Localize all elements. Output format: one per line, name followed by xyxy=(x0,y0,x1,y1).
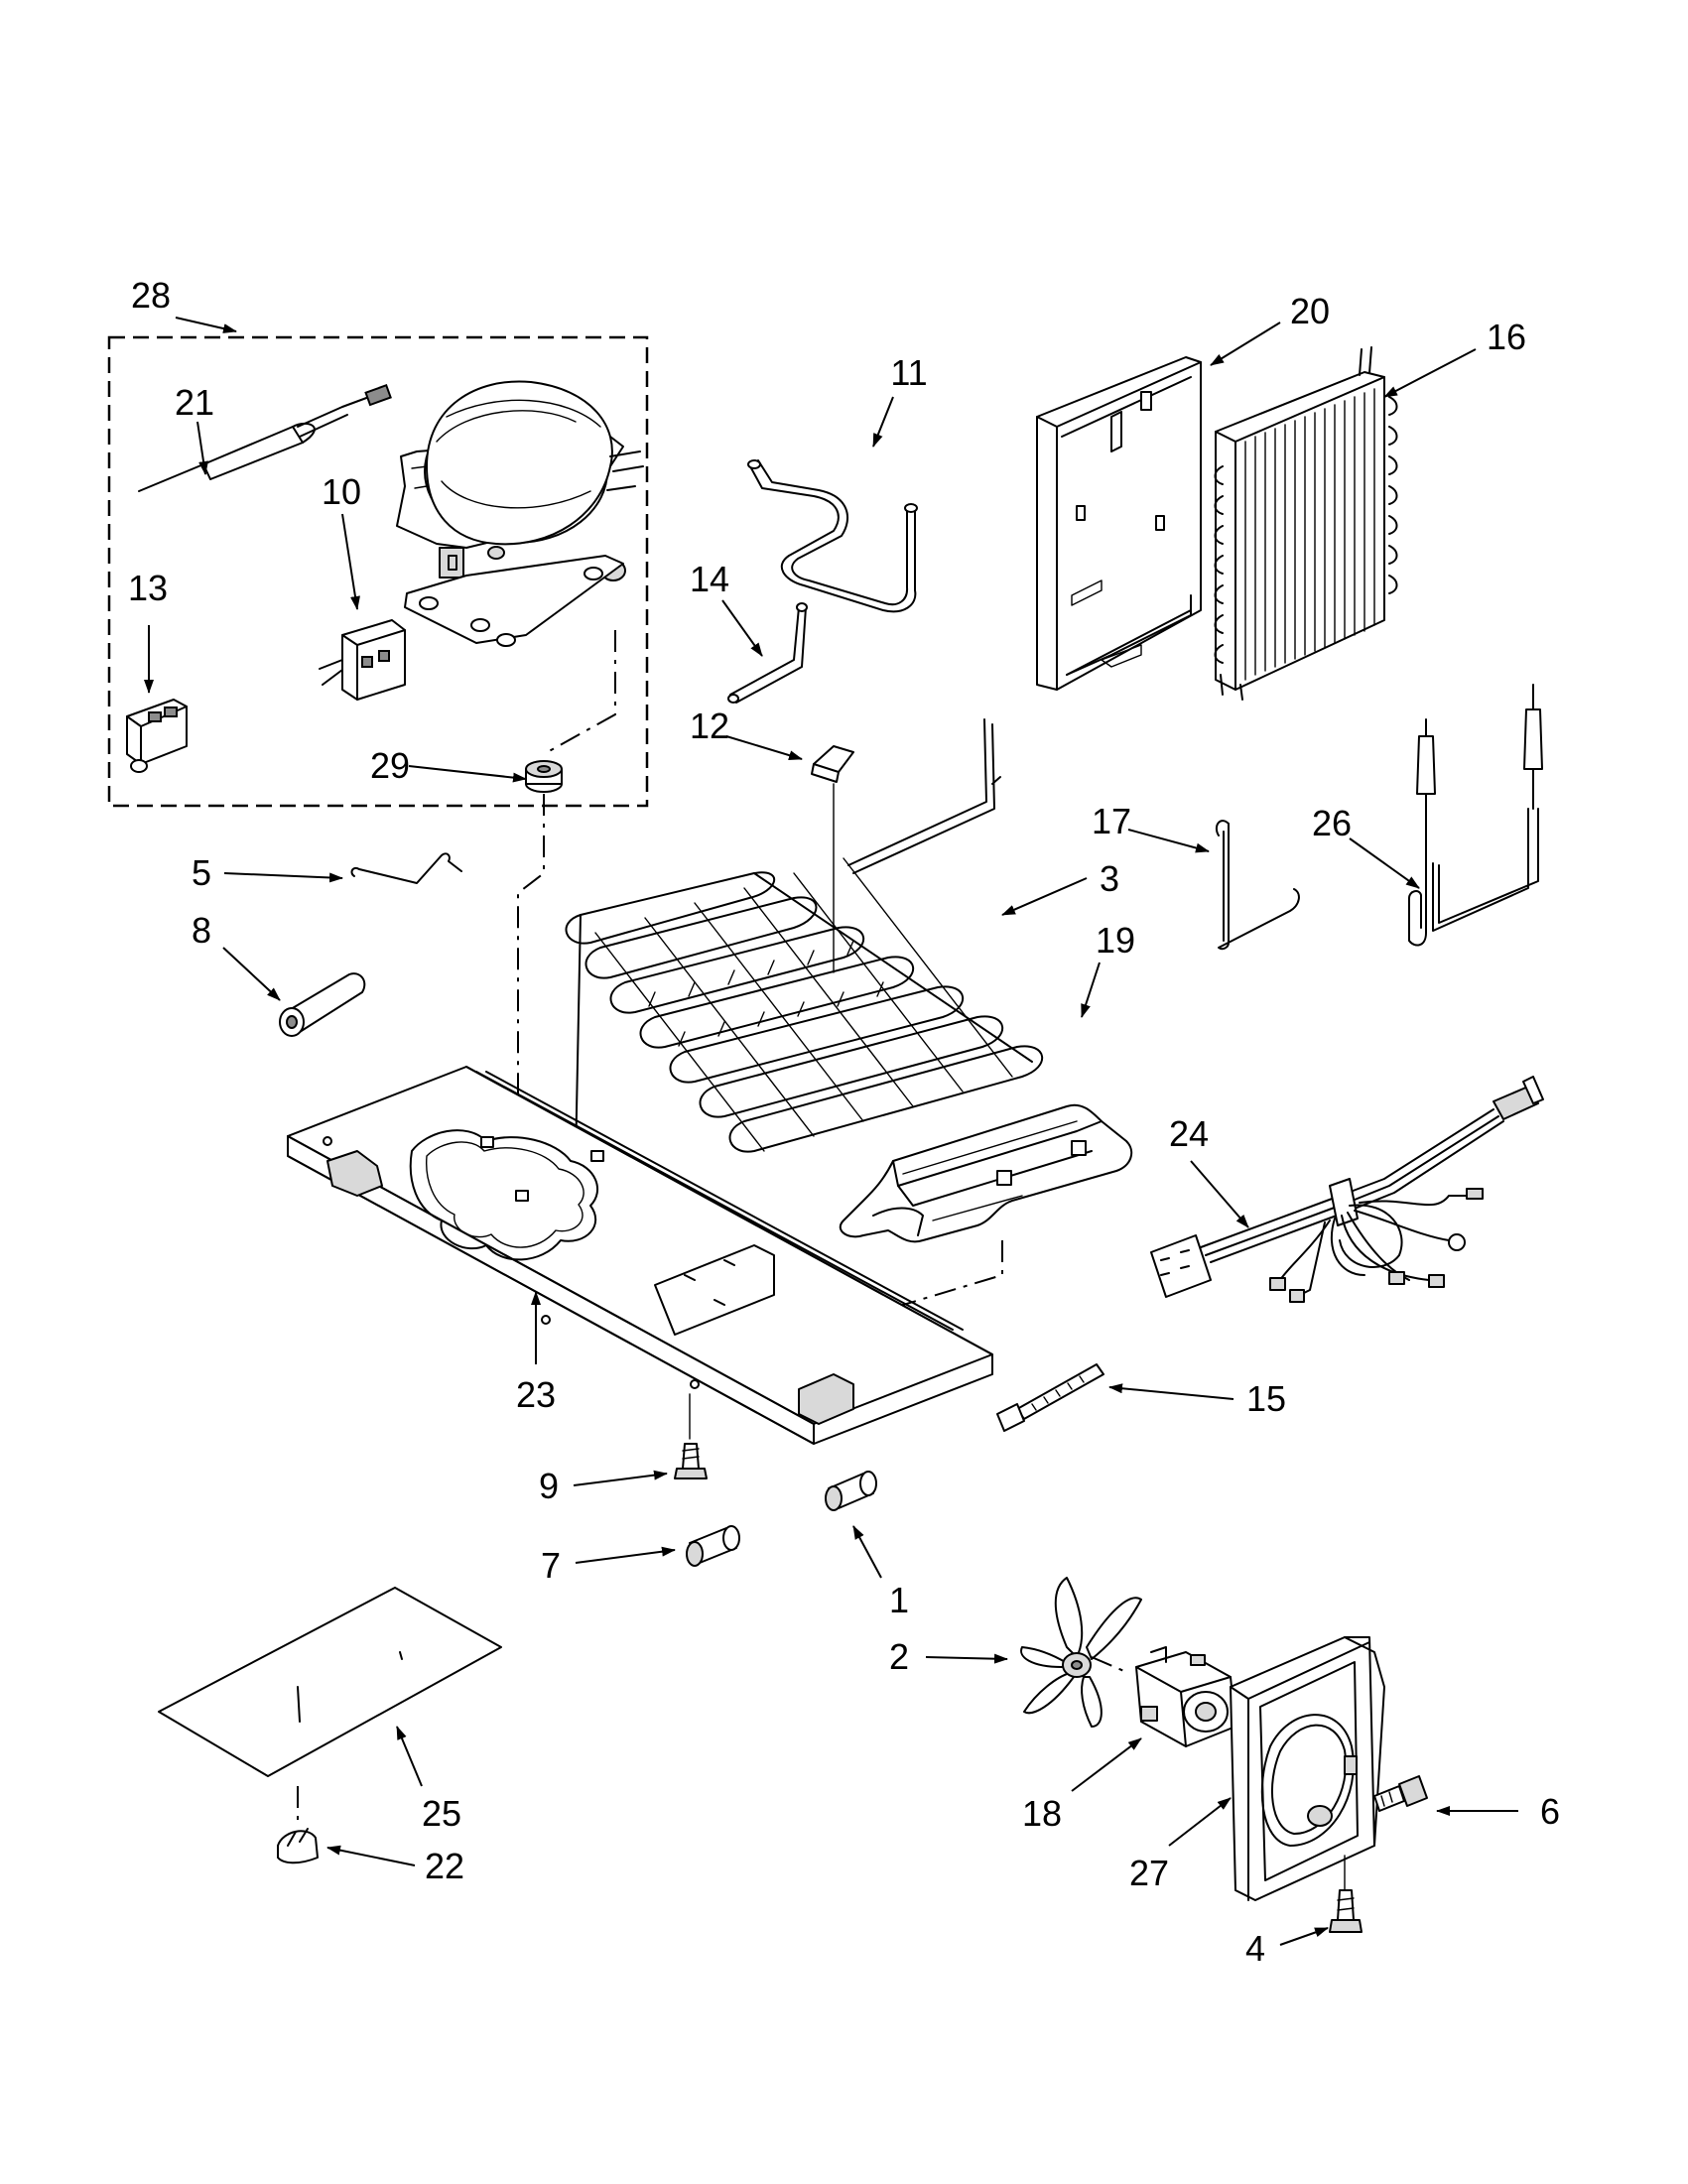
callout-labels: 28 21 10 13 29 11 14 12 20 16 17 26 3 19… xyxy=(128,275,1560,1969)
bushing-1[interactable] xyxy=(825,1471,877,1511)
heat-exchanger-tube[interactable] xyxy=(1408,684,1543,947)
drain-pan[interactable] xyxy=(839,1103,1133,1243)
evaporator-coil[interactable] xyxy=(565,718,1043,1172)
evaporator-cover-sheet[interactable] xyxy=(158,1587,502,1777)
callout-13: 13 xyxy=(128,568,168,608)
callout-18: 18 xyxy=(1022,1793,1062,1834)
machine-base[interactable] xyxy=(287,1066,993,1445)
evaporator-clip[interactable] xyxy=(811,745,854,973)
callout-9: 9 xyxy=(539,1466,559,1506)
callout-28: 28 xyxy=(131,275,171,316)
callout-19: 19 xyxy=(1096,920,1135,961)
screw-9[interactable] xyxy=(674,1393,708,1479)
drier[interactable] xyxy=(138,383,392,492)
callout-27: 27 xyxy=(1129,1853,1169,1893)
wire-bracket[interactable] xyxy=(1215,820,1300,951)
fan-blade[interactable] xyxy=(1020,1577,1142,1728)
callout-16: 16 xyxy=(1487,317,1526,357)
callout-7: 7 xyxy=(541,1545,561,1586)
callout-12: 12 xyxy=(690,706,729,746)
compressor-mount-centerline xyxy=(517,794,545,1166)
callout-20: 20 xyxy=(1290,291,1330,331)
callout-3: 3 xyxy=(1100,858,1119,899)
callout-4: 4 xyxy=(1245,1928,1265,1969)
callout-29: 29 xyxy=(370,745,410,786)
callout-23: 23 xyxy=(516,1374,556,1415)
condenser-tube[interactable] xyxy=(727,602,808,704)
wiring-harness[interactable] xyxy=(1150,1076,1544,1303)
suction-tube[interactable] xyxy=(747,459,918,613)
callout-leaders xyxy=(144,317,1518,1946)
screw-4[interactable] xyxy=(1329,1855,1363,1933)
callout-15: 15 xyxy=(1246,1378,1286,1419)
mounting-clip[interactable] xyxy=(277,1828,319,1864)
grommet-centerline xyxy=(543,630,616,755)
callout-2: 2 xyxy=(889,1636,909,1677)
wire-retainer[interactable] xyxy=(350,852,462,884)
fan-bracket[interactable] xyxy=(1230,1636,1385,1901)
callout-21: 21 xyxy=(175,382,214,423)
callout-24: 24 xyxy=(1169,1113,1209,1154)
callout-6: 6 xyxy=(1540,1791,1560,1832)
compressor-grommet[interactable] xyxy=(525,760,563,793)
callout-11: 11 xyxy=(890,352,927,393)
screw-6[interactable] xyxy=(1373,1775,1428,1812)
fan-axis-centerline xyxy=(1091,1656,1127,1673)
callout-5: 5 xyxy=(192,852,211,893)
callout-22: 22 xyxy=(425,1846,464,1886)
callout-14: 14 xyxy=(690,559,729,599)
callout-25: 25 xyxy=(422,1793,461,1834)
start-relay[interactable] xyxy=(319,619,406,701)
compressor-assembly-dashed-box xyxy=(107,335,649,808)
callout-26: 26 xyxy=(1312,803,1352,843)
bushing-7[interactable] xyxy=(686,1525,740,1567)
condenser-shroud[interactable] xyxy=(1036,356,1202,691)
callout-17: 17 xyxy=(1092,801,1131,841)
condenser[interactable] xyxy=(1214,346,1398,701)
compressor[interactable] xyxy=(396,380,644,647)
relay-cover[interactable] xyxy=(126,699,188,773)
condenser-fan-motor[interactable] xyxy=(1135,1646,1236,1747)
callout-1: 1 xyxy=(889,1580,909,1620)
cable-tie[interactable] xyxy=(996,1363,1104,1432)
callout-10: 10 xyxy=(322,471,361,512)
foam-tube[interactable] xyxy=(279,972,366,1037)
callout-8: 8 xyxy=(192,910,211,951)
